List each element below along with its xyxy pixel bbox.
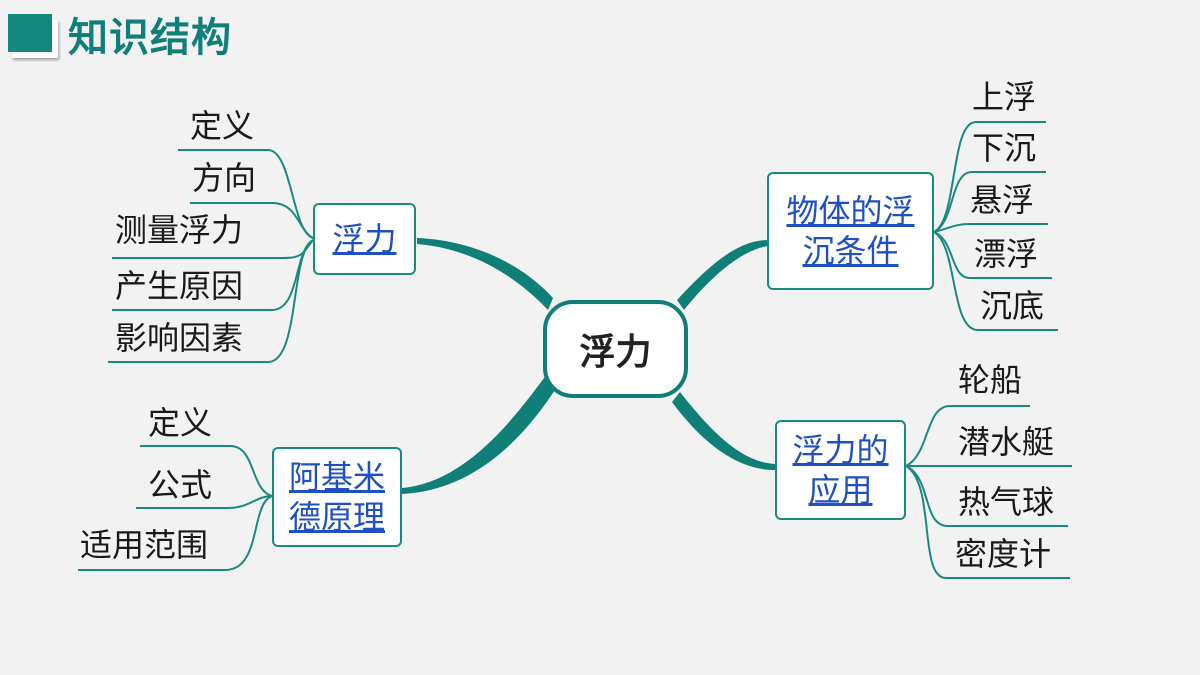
branch-archimedes-line1: 阿基米 xyxy=(288,458,385,496)
leaf-applications-ship: 轮船 xyxy=(958,361,1023,399)
central-topic-label: 浮力 xyxy=(579,332,652,373)
leaf-float-sink-sink: 下沉 xyxy=(972,129,1037,167)
leaf-applications-hydrometer: 密度计 xyxy=(955,535,1052,573)
connector-float-sink-4 xyxy=(933,231,1052,279)
leaf-archimedes-scope: 适用范围 xyxy=(80,526,209,564)
trunk-to-archimedes xyxy=(402,370,560,494)
branch-float-sink-line2: 沉条件 xyxy=(802,232,899,270)
branch-archimedes[interactable]: 阿基米 德原理 xyxy=(272,447,402,547)
leaf-float-sink-rise: 上浮 xyxy=(972,78,1037,116)
connector-archimedes-1 xyxy=(140,445,273,497)
leaf-applications-balloon: 热气球 xyxy=(958,483,1055,521)
leaf-buoyancy-cause: 产生原因 xyxy=(115,267,244,305)
header-accent-square xyxy=(8,14,52,52)
leaf-buoyancy-factors: 影响因素 xyxy=(115,319,244,357)
branch-float-sink-conditions[interactable]: 物体的浮 沉条件 xyxy=(767,172,934,290)
connector-applications-1 xyxy=(905,405,1030,467)
branch-applications[interactable]: 浮力的 应用 xyxy=(775,420,906,520)
leaf-float-sink-suspend: 悬浮 xyxy=(970,181,1035,219)
leaf-applications-submarine: 潜水艇 xyxy=(958,423,1055,461)
connector-applications-3 xyxy=(905,465,1068,527)
central-topic: 浮力 xyxy=(543,300,688,398)
branch-applications-line1: 浮力的 xyxy=(792,431,889,469)
connector-archimedes-2 xyxy=(136,495,273,509)
leaf-archimedes-definition: 定义 xyxy=(148,404,213,442)
connector-float-sink-3 xyxy=(933,223,1048,233)
leaf-buoyancy-direction: 方向 xyxy=(192,159,257,197)
connector-float-sink-1 xyxy=(933,121,1046,233)
page-title: 知识结构 xyxy=(68,15,232,61)
connector-buoyancy-5 xyxy=(108,239,314,363)
leaf-buoyancy-definition: 定义 xyxy=(190,107,255,145)
connector-archimedes-3 xyxy=(78,495,273,571)
leaf-float-sink-float: 漂浮 xyxy=(974,235,1039,273)
leaf-archimedes-formula: 公式 xyxy=(148,466,213,504)
branch-applications-line2: 应用 xyxy=(808,471,873,509)
trunk-to-float-sink xyxy=(677,240,768,310)
leaf-buoyancy-measure: 测量浮力 xyxy=(115,211,244,249)
branch-buoyancy[interactable]: 浮力 xyxy=(313,203,416,275)
leaf-float-sink-bottom: 沉底 xyxy=(980,287,1045,325)
branch-buoyancy-label: 浮力 xyxy=(332,220,397,258)
branch-archimedes-line2: 德原理 xyxy=(288,498,385,536)
connector-applications-4 xyxy=(905,465,1070,579)
connector-float-sink-2 xyxy=(933,171,1046,233)
header-accent-block xyxy=(8,14,58,58)
connector-float-sink-5 xyxy=(933,231,1058,331)
trunk-to-buoyancy xyxy=(417,238,553,310)
branch-float-sink-line1: 物体的浮 xyxy=(786,192,915,230)
connector-buoyancy-2 xyxy=(190,202,314,239)
trunk-to-applications xyxy=(672,392,775,470)
